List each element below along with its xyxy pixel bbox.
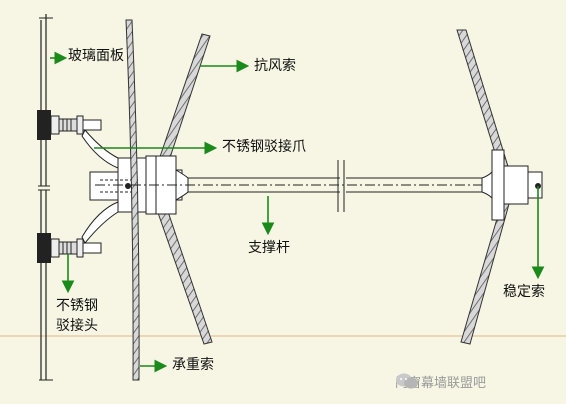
label-stabilizer: 稳定索	[503, 284, 545, 300]
support-rod	[95, 149, 543, 221]
bearing-cable	[125, 19, 140, 381]
connector-bottom	[37, 233, 102, 263]
connector-top	[37, 110, 102, 140]
label-connector-line2: 驳接头	[56, 318, 98, 334]
glass-panel	[38, 14, 53, 381]
leader-lines	[50, 51, 545, 373]
label-rod: 支撑杆	[248, 240, 290, 256]
watermark-text: 门窗幕墙联盟吧	[395, 376, 487, 391]
label-bearing-cable: 承重索	[172, 357, 214, 373]
label-glass-panel: 玻璃面板	[68, 48, 124, 64]
label-wind-cable: 抗风索	[254, 58, 296, 74]
label-claw: 不锈钢驳接爪	[222, 139, 306, 155]
wind-cable-right-lower	[460, 185, 515, 345]
label-connector-line1: 不锈钢	[56, 298, 98, 314]
wechat-icon	[396, 373, 418, 389]
watermark: 门窗幕墙联盟吧	[395, 372, 486, 391]
wind-cable-right-upper	[456, 29, 515, 189]
